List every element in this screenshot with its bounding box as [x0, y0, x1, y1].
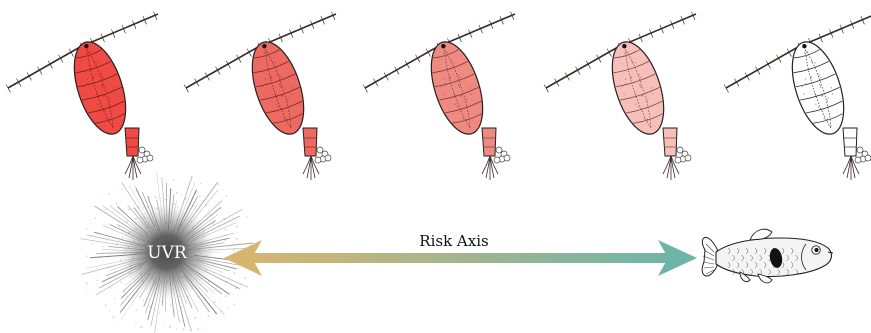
fish-predator-icon: [702, 229, 833, 283]
copepod-red-medium: [184, 12, 336, 180]
copepod-row: [6, 12, 871, 180]
copepod-red-light: [363, 12, 515, 180]
copepod-unpigmented: [724, 12, 871, 180]
copepod-pink-pale: [544, 12, 696, 180]
uvr-label: UVR: [147, 243, 188, 263]
risk-axis-label: Risk Axis: [419, 232, 488, 250]
copepod-red-deep: [6, 12, 158, 180]
